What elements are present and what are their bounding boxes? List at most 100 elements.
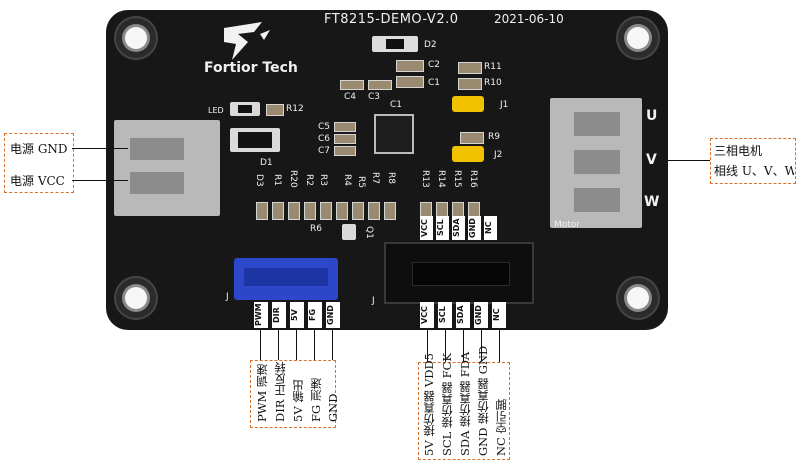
transistor-q1 xyxy=(342,224,356,240)
silk-v: V xyxy=(646,152,657,168)
silk-r5: R5 xyxy=(356,176,366,188)
cap-c6 xyxy=(334,134,356,144)
header-top-pin-0: VCC xyxy=(420,216,433,240)
resistor-r11 xyxy=(458,62,482,74)
silk-d2: D2 xyxy=(424,40,437,50)
silk-r10: R10 xyxy=(484,78,502,88)
resistor-r12 xyxy=(266,104,284,116)
mounting-hole-top-right xyxy=(616,16,660,60)
right-label-0: 5V 接仿真器 VDD5 xyxy=(422,353,436,456)
silk-c3: C3 xyxy=(368,92,381,102)
power-annotation-box xyxy=(4,133,74,193)
right-signal-annotation-box xyxy=(418,362,510,460)
jumper-j1[interactable] xyxy=(452,96,484,112)
silk-c2: C2 xyxy=(428,60,441,70)
left-leader-2 xyxy=(296,330,297,360)
resistor-array-2 xyxy=(272,202,284,220)
left-leader-3 xyxy=(314,330,315,360)
cap-c2 xyxy=(396,60,424,72)
cap-c5 xyxy=(334,122,356,132)
resistor-array-1 xyxy=(256,202,268,220)
silk-c1: C1 xyxy=(428,78,441,88)
resistor-r10 xyxy=(458,78,482,90)
power-vcc-label: 电源 VCC xyxy=(10,174,65,188)
silk-r4: R4 xyxy=(342,174,352,186)
motor-annotation-box xyxy=(710,138,796,184)
silk-c6: C6 xyxy=(318,134,331,144)
left-signal-annotation-box xyxy=(250,360,336,428)
left-pin-2: 5V xyxy=(290,302,304,328)
motor-leader xyxy=(668,160,710,161)
right-label-2: SDA 接仿真器 FDA xyxy=(458,351,472,456)
left-leader-4 xyxy=(332,330,333,360)
silk-r12: R12 xyxy=(286,104,304,114)
silk-r6: R6 xyxy=(310,224,322,234)
resistor-array-6 xyxy=(336,202,348,220)
board-date: 2021-06-10 xyxy=(494,12,564,26)
motor-label-2: 相线 U、V、W xyxy=(714,164,794,178)
left-label-1: DIR 正反转 xyxy=(273,361,287,422)
resistor-array-9 xyxy=(384,202,396,220)
left-label-4: GND xyxy=(326,393,340,422)
power-gnd-label: 电源 GND xyxy=(10,142,68,156)
silk-r13: R13 xyxy=(420,170,430,188)
header-bottom-pin-4: NC xyxy=(492,302,506,328)
header-top-pin-3: GND xyxy=(468,216,481,240)
header-bottom-pin-0: VCC xyxy=(420,302,434,328)
power-vcc-leader xyxy=(72,180,128,181)
silk-r8: R8 xyxy=(386,172,396,184)
right-leader-3 xyxy=(481,330,482,362)
silk-r2: R2 xyxy=(304,174,314,186)
right-leader-2 xyxy=(463,330,464,362)
header-bottom-pin-2: SDA xyxy=(456,302,470,328)
resistor-array-7 xyxy=(352,202,364,220)
blue-connector[interactable] xyxy=(234,258,338,300)
left-leader-0 xyxy=(260,330,261,360)
silk-d1: D1 xyxy=(260,158,273,168)
header-bottom-pin-3: GND xyxy=(474,302,488,328)
left-label-2: 5V 输出 xyxy=(291,379,305,422)
diode-d2 xyxy=(372,36,418,52)
silk-j-right: J xyxy=(372,296,375,306)
board-title: FT8215-DEMO-V2.0 xyxy=(324,12,459,27)
silk-r9: R9 xyxy=(488,132,500,142)
box-header-connector[interactable] xyxy=(384,242,534,304)
silk-motor: Motor xyxy=(554,220,581,230)
brand-text: Fortior Tech xyxy=(204,60,298,76)
silk-r11: R11 xyxy=(484,62,502,72)
silk-r3: R3 xyxy=(318,174,328,186)
header-bottom-pin-1: SCL xyxy=(438,302,452,328)
silk-q1: Q1 xyxy=(364,226,374,239)
fortior-logo-icon xyxy=(224,22,270,60)
silk-d3: D3 xyxy=(254,174,264,187)
resistor-array-5 xyxy=(320,202,332,220)
led xyxy=(230,102,260,116)
left-pin-1: DIR xyxy=(272,302,286,328)
silk-led: LED xyxy=(208,106,224,115)
pcb-board: Fortior Tech FT8215-DEMO-V2.0 2021-06-10… xyxy=(106,10,668,330)
left-label-0: PWM 调速 xyxy=(255,364,269,422)
header-top-pin-2: SDA xyxy=(452,216,465,240)
left-label-3: FG 测速 xyxy=(309,378,323,422)
resistor-array-8 xyxy=(368,202,380,220)
power-gnd-leader xyxy=(72,148,128,149)
left-leader-1 xyxy=(278,330,279,360)
silk-c7: C7 xyxy=(318,146,331,156)
motor-label-1: 三相电机 xyxy=(714,144,763,158)
left-pin-4: GND xyxy=(326,302,340,328)
silk-r20: R20 xyxy=(288,170,298,188)
silk-j2: J2 xyxy=(494,150,503,160)
jumper-j2[interactable] xyxy=(452,146,484,162)
mounting-hole-bottom-right xyxy=(616,276,660,320)
diode-d1 xyxy=(230,128,280,152)
mounting-hole-bottom-left xyxy=(114,276,158,320)
silk-j-left: J xyxy=(226,292,229,302)
silk-r1: R1 xyxy=(272,174,282,186)
cap-c3 xyxy=(368,80,392,90)
power-terminal-block[interactable] xyxy=(114,120,220,216)
ic-chip xyxy=(374,114,414,154)
silk-c5: C5 xyxy=(318,122,331,132)
left-pin-3: FG xyxy=(308,302,322,328)
silk-r7: R7 xyxy=(370,172,380,184)
motor-terminal-block[interactable] xyxy=(550,98,642,228)
